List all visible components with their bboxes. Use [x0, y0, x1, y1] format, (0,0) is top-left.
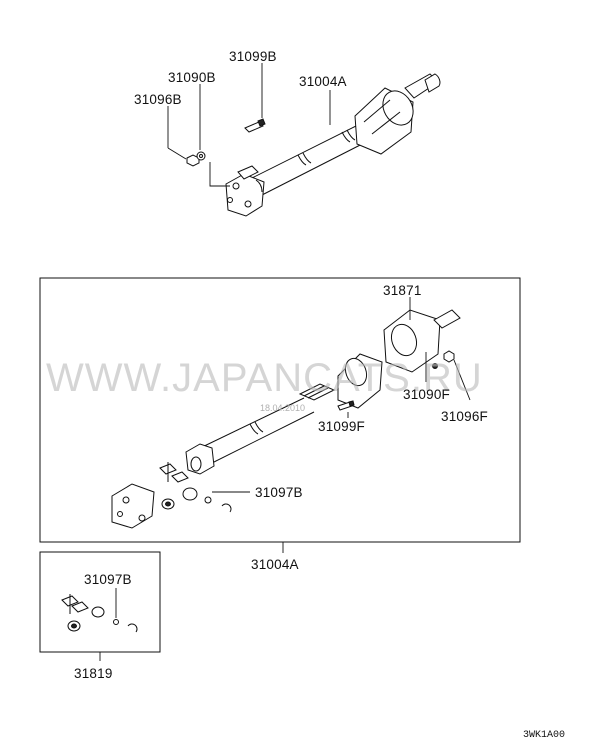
top-flange-yoke: [225, 165, 265, 217]
exploded-flange: [111, 483, 155, 529]
top-center-bearing: [354, 73, 441, 155]
label-31099B: 31099B: [229, 49, 277, 64]
top-shaft-tube: [251, 123, 371, 196]
label-31096B: 31096B: [134, 92, 182, 107]
exploded-driveshaft: [111, 297, 471, 529]
exploded-leaders: [212, 297, 471, 493]
top-driveshaft-assembly: [167, 63, 441, 217]
label-31096F: 31096F: [441, 409, 488, 424]
label-31819: 31819: [74, 666, 113, 681]
exploded-end-yoke: [185, 443, 215, 475]
label-31090F: 31090F: [403, 387, 450, 402]
label-31097B-main: 31097B: [255, 485, 303, 500]
label-31004A-top: 31004A: [299, 74, 347, 89]
diagram-code: 3WK1A00: [523, 730, 565, 741]
exploded-view-frame: [39, 277, 521, 543]
exploded-hardware: [337, 350, 455, 411]
top-leaders: [167, 63, 331, 187]
watermark-text: WWW.JAPANCATS.RU: [46, 356, 483, 400]
spline-stub: [298, 383, 336, 401]
repair-kit-frame: [39, 551, 161, 653]
repair-kit-parts: [61, 594, 138, 633]
exploded-snap-rings: [204, 496, 232, 513]
watermark-date: 18.04.2010: [260, 403, 305, 413]
exploded-cross-spider: [159, 462, 189, 483]
label-31099F: 31099F: [318, 419, 365, 434]
label-31097B-kit: 31097B: [84, 572, 132, 587]
label-31004A-box: 31004A: [251, 557, 299, 572]
top-hardware: [186, 118, 266, 167]
label-31871: 31871: [383, 283, 422, 298]
exploded-bearing-cups: [161, 487, 198, 510]
exploded-shaft-tube: [195, 397, 315, 467]
label-31090B: 31090B: [168, 70, 216, 85]
exploded-center-bearing: [337, 353, 383, 409]
